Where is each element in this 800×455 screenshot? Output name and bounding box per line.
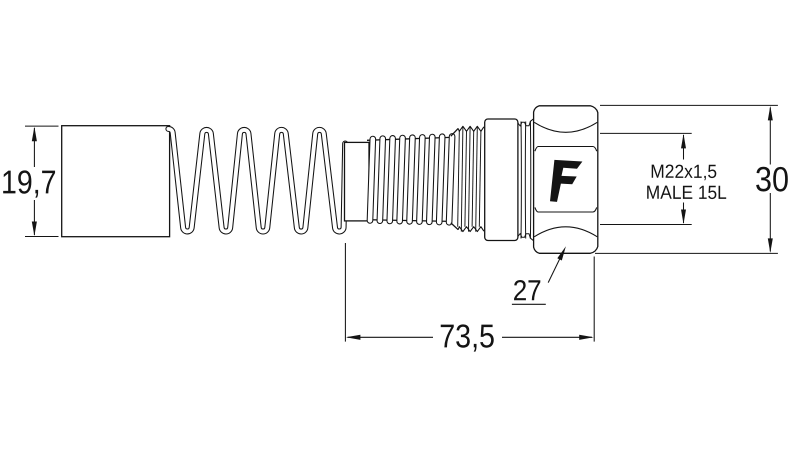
svg-text:MALE 15L: MALE 15L [646,183,727,204]
svg-text:M22x1,5: M22x1,5 [650,162,717,183]
svg-text:30: 30 [755,160,789,199]
svg-text:19,7: 19,7 [1,163,57,200]
svg-text:73,5: 73,5 [439,317,495,354]
svg-text:27: 27 [513,275,542,307]
